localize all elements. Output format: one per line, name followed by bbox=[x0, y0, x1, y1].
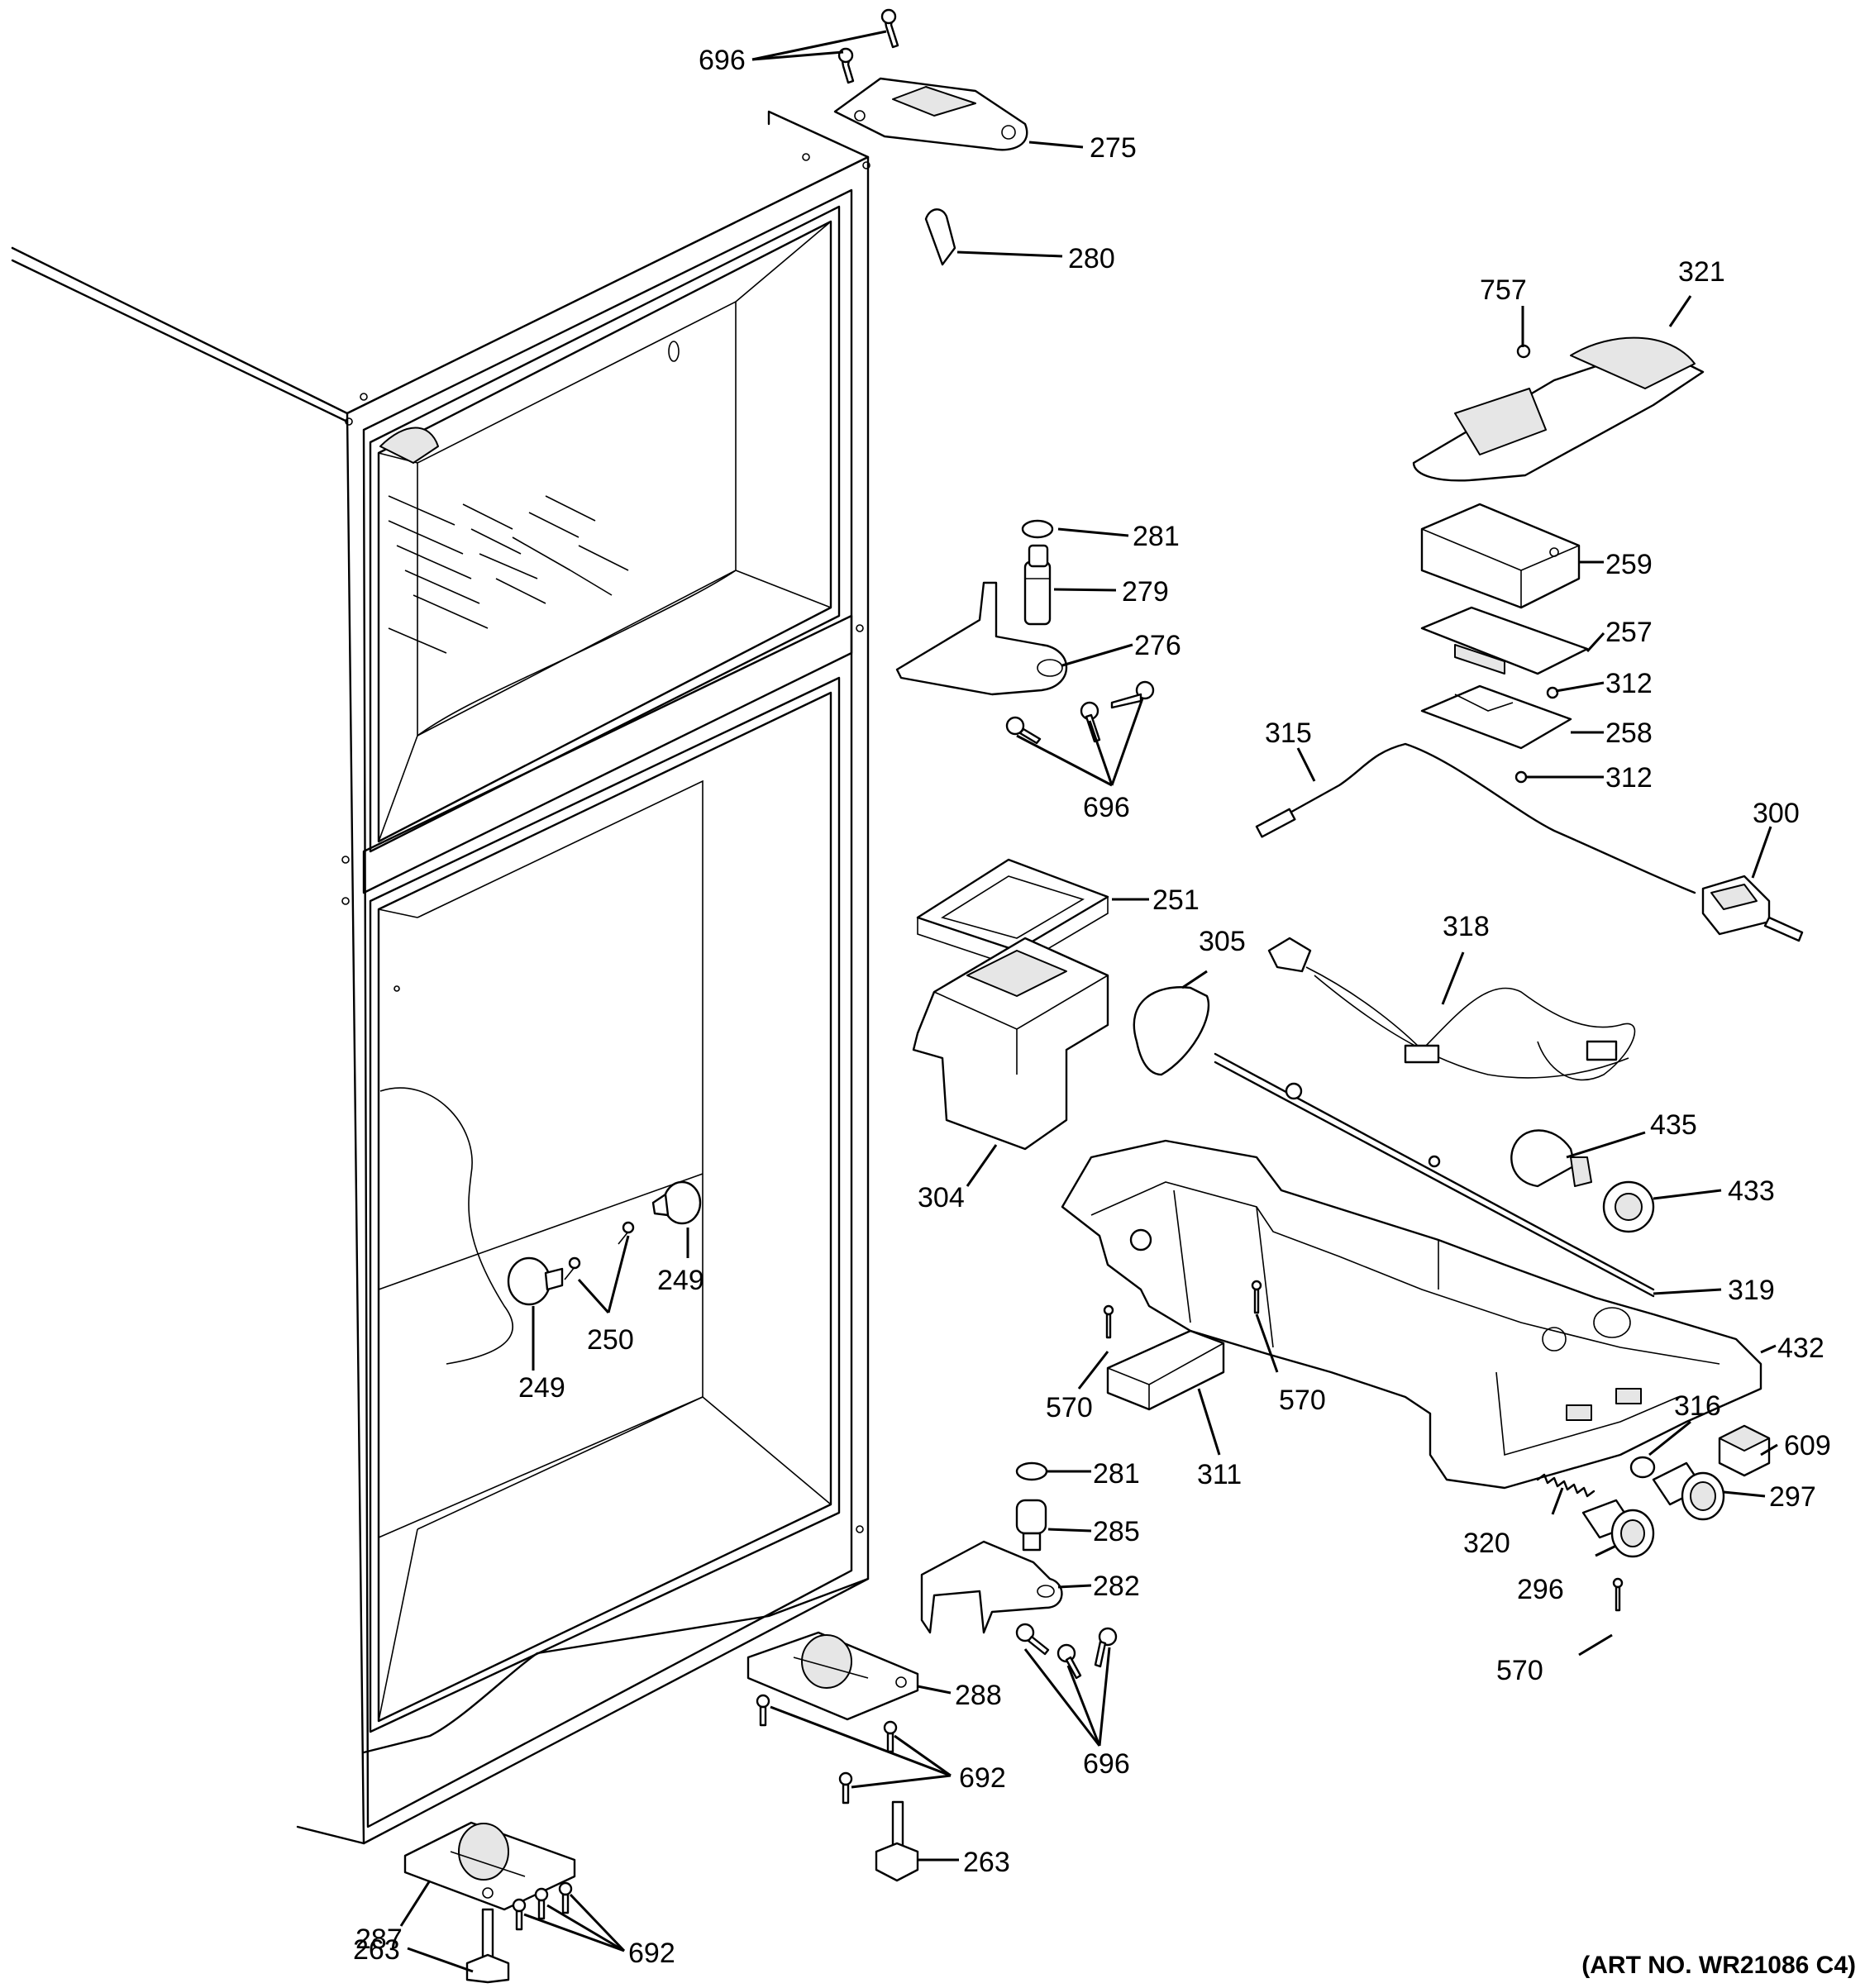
callout-320: 320 bbox=[1463, 1528, 1510, 1559]
callout-labels: 696 275 280 321 757 281 279 276 696 259 … bbox=[353, 45, 1831, 1969]
shim-280 bbox=[924, 208, 956, 266]
callout-297: 297 bbox=[1769, 1481, 1816, 1513]
washer-281-bottom bbox=[1015, 1461, 1048, 1481]
shelf-support-249-a bbox=[651, 1180, 702, 1225]
callout-315: 315 bbox=[1265, 717, 1312, 749]
control-rod-319 bbox=[1214, 1052, 1655, 1298]
callout-312: 312 bbox=[1605, 762, 1653, 794]
screws-692 bbox=[512, 1694, 898, 1931]
callout-296: 296 bbox=[1517, 1574, 1564, 1605]
knob-297 bbox=[1652, 1461, 1725, 1521]
callout-692: 692 bbox=[628, 1938, 675, 1969]
switch-609 bbox=[1718, 1424, 1771, 1477]
callout-316: 316 bbox=[1674, 1390, 1721, 1422]
callout-281: 281 bbox=[1133, 521, 1180, 552]
callout-570: 570 bbox=[1046, 1392, 1093, 1423]
callout-312: 312 bbox=[1605, 668, 1653, 699]
callout-249: 249 bbox=[657, 1265, 704, 1296]
callout-435: 435 bbox=[1650, 1109, 1697, 1141]
leveling-leg-263-b bbox=[465, 1908, 510, 1984]
callout-285: 285 bbox=[1093, 1516, 1140, 1547]
thermostat-300 bbox=[1701, 875, 1804, 942]
bottom-hinge-282 bbox=[920, 1540, 1063, 1634]
callout-281: 281 bbox=[1093, 1458, 1140, 1490]
callout-570: 570 bbox=[1279, 1385, 1326, 1416]
callout-288: 288 bbox=[955, 1680, 1002, 1711]
shelf-support-249-b bbox=[507, 1256, 564, 1306]
hinge-pin-279 bbox=[1023, 544, 1052, 626]
callout-570: 570 bbox=[1496, 1655, 1543, 1686]
callout-432: 432 bbox=[1777, 1332, 1824, 1364]
screw-312-a bbox=[1546, 686, 1559, 699]
leveling-leg-263-a bbox=[875, 1800, 919, 1882]
callout-757: 757 bbox=[1480, 274, 1527, 306]
callout-280: 280 bbox=[1068, 243, 1115, 274]
part-311 bbox=[1106, 1329, 1225, 1411]
spring-320 bbox=[1536, 1473, 1596, 1498]
callout-275: 275 bbox=[1090, 132, 1137, 164]
board-257 bbox=[1420, 606, 1589, 675]
control-housing-432 bbox=[1061, 1139, 1762, 1490]
hinge-pin-285 bbox=[1015, 1499, 1047, 1552]
callout-318: 318 bbox=[1443, 911, 1490, 942]
screws-250 bbox=[564, 1221, 635, 1280]
callout-696: 696 bbox=[1083, 792, 1130, 823]
socket-433 bbox=[1602, 1180, 1655, 1233]
callout-609: 609 bbox=[1784, 1430, 1831, 1461]
callout-250: 250 bbox=[587, 1324, 634, 1356]
housing-304 bbox=[912, 937, 1109, 1151]
callout-287: 287 bbox=[355, 1924, 403, 1955]
leader-lines bbox=[399, 30, 1778, 1973]
callout-692: 692 bbox=[959, 1762, 1006, 1794]
screws-696-top bbox=[837, 8, 899, 84]
screws-570 bbox=[1103, 1280, 1624, 1612]
roller-287 bbox=[403, 1821, 576, 1911]
control-box-259 bbox=[1420, 503, 1581, 609]
screws-696-center bbox=[1005, 680, 1155, 745]
refrigerator-cabinet bbox=[11, 110, 870, 1845]
harness-318 bbox=[1267, 937, 1636, 1081]
roller-288 bbox=[746, 1631, 919, 1721]
damper-305 bbox=[1133, 986, 1210, 1076]
callout-282: 282 bbox=[1093, 1571, 1140, 1602]
callout-263: 263 bbox=[963, 1847, 1010, 1878]
callout-258: 258 bbox=[1605, 717, 1653, 749]
screw-312-b bbox=[1514, 770, 1528, 784]
top-hinge-275 bbox=[833, 77, 1028, 151]
capillary-315 bbox=[1263, 742, 1696, 894]
lamp-435 bbox=[1510, 1129, 1592, 1188]
callout-321: 321 bbox=[1678, 256, 1725, 288]
center-hinge-276 bbox=[895, 581, 1068, 696]
callout-279: 279 bbox=[1122, 576, 1169, 608]
bracket-258 bbox=[1420, 684, 1572, 750]
bushing-316 bbox=[1629, 1456, 1656, 1479]
callout-276: 276 bbox=[1134, 630, 1181, 661]
screw-757 bbox=[1516, 344, 1531, 359]
callout-263: 263 bbox=[353, 1934, 400, 1966]
callout-319: 319 bbox=[1728, 1275, 1775, 1306]
knob-296 bbox=[1581, 1499, 1655, 1558]
callout-696: 696 bbox=[699, 45, 746, 76]
cover-321 bbox=[1412, 336, 1705, 482]
screws-696-bottom bbox=[1015, 1623, 1118, 1680]
washer-281-top bbox=[1021, 519, 1054, 539]
callout-249: 249 bbox=[518, 1372, 565, 1404]
callout-300: 300 bbox=[1753, 798, 1800, 829]
art-number: (ART NO. WR21086 C4) bbox=[1581, 1952, 1856, 1979]
callout-259: 259 bbox=[1605, 549, 1653, 580]
callout-251: 251 bbox=[1152, 884, 1200, 916]
callout-696: 696 bbox=[1083, 1748, 1130, 1780]
callout-433: 433 bbox=[1728, 1175, 1775, 1207]
callout-304: 304 bbox=[918, 1182, 965, 1213]
callout-257: 257 bbox=[1605, 617, 1653, 648]
callout-305: 305 bbox=[1199, 926, 1246, 957]
callout-311: 311 bbox=[1197, 1459, 1242, 1490]
